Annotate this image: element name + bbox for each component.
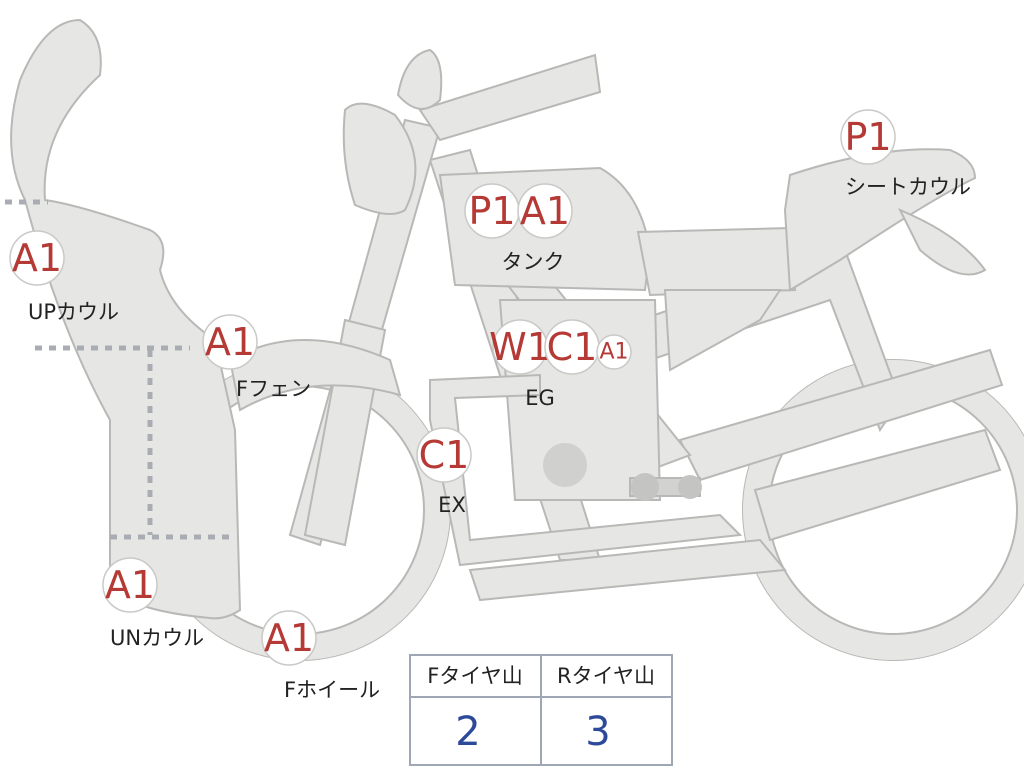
tank-label: タンク (502, 250, 565, 274)
front-tire-value: 2 (455, 709, 480, 755)
badge-circle (416, 427, 472, 483)
under-cowl-code-badge: A1 (102, 557, 158, 613)
badge-circle (596, 334, 632, 370)
seat-cowl-label: シートカウル (845, 175, 971, 199)
badge-circle (840, 109, 896, 165)
engine-code-badge: A1 (596, 334, 632, 370)
engine-code-badge: C1 (544, 319, 600, 375)
exhaust-pipe (429, 373, 743, 567)
badge-code: A1 (264, 616, 314, 660)
rear-tire-header: Rタイヤ山 (557, 664, 655, 688)
badge-code: W1 (489, 325, 551, 369)
badge-code: P1 (468, 189, 515, 233)
front-fender-label: Fフェン (236, 377, 311, 401)
front-fender-code-badge: A1 (202, 314, 258, 370)
footpeg-end (678, 475, 702, 499)
badge-code: P1 (844, 115, 891, 159)
badge-circle (261, 610, 317, 666)
badge-code: A1 (105, 563, 155, 607)
side-cover (663, 289, 782, 372)
up-cowl-code-badge: A1 (9, 230, 65, 286)
rear-tire-value: 3 (585, 709, 610, 755)
headlight (342, 102, 417, 215)
front-wheel-code-badge: A1 (261, 610, 317, 666)
up-cowl-label: UPカウル (28, 300, 119, 324)
up-cowl-shape (10, 18, 242, 620)
front-wheel-label: Fホイール (284, 678, 380, 702)
badge-circle (9, 230, 65, 286)
footpeg-end (631, 473, 659, 501)
engine-code-badge: W1 (489, 319, 551, 375)
front-fender-shape (228, 339, 402, 412)
mirror (396, 48, 443, 110)
badge-circle (202, 314, 258, 370)
badge-code: C1 (547, 325, 598, 369)
rear-shock (753, 428, 1002, 542)
exhaust-code-badge: C1 (416, 427, 472, 483)
front-tire-header: Fタイヤ山 (427, 664, 522, 688)
seat (636, 226, 797, 297)
badge-code: A1 (599, 340, 628, 365)
badge-circle (102, 557, 158, 613)
exhaust-label: EX (438, 493, 466, 517)
tank-code-badge: A1 (517, 183, 573, 239)
badge-code: C1 (419, 433, 470, 477)
badge-circle (517, 183, 573, 239)
badge-code: A1 (12, 236, 62, 280)
seat-cowl-code-badge: P1 (840, 109, 896, 165)
tail-fin (897, 208, 987, 276)
swing-arm (678, 348, 1004, 482)
badge-code: A1 (520, 189, 570, 233)
badge-code: A1 (205, 320, 255, 364)
engine-cover (543, 443, 587, 487)
tire-table: Fタイヤ山 Rタイヤ山 2 3 (409, 654, 673, 766)
under-cowl-label: UNカウル (110, 626, 204, 650)
engine-label: EG (525, 386, 555, 410)
handlebar (418, 53, 602, 142)
exhaust-pipe-2 (468, 538, 787, 602)
tank-code-badge: P1 (464, 183, 520, 239)
